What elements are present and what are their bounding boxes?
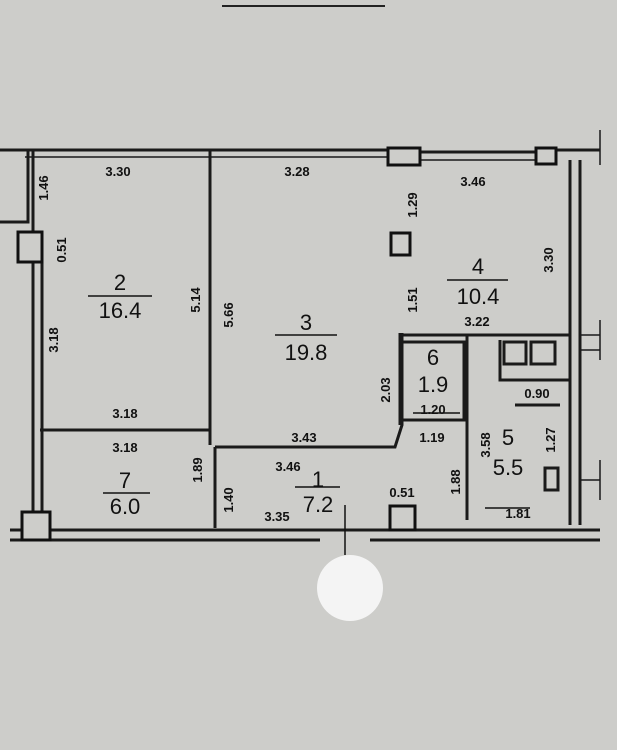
room-area: 16.4 [99,298,142,323]
dimension-label: 1.19 [419,430,444,445]
room-number: 7 [119,468,131,493]
dimension-label: 1.81 [505,506,530,521]
dimension-label: 0.51 [54,237,69,262]
column [16,230,44,264]
dimension-label: 3.30 [541,247,556,272]
room-number: 5 [502,425,514,450]
area-dividers [88,279,530,509]
room-7: 7 6.0 [110,468,141,519]
room-2: 2 16.4 [99,270,142,323]
dimension-label: 1.46 [36,175,51,200]
room-area: 1.9 [418,372,449,397]
dimension-label: 3.46 [460,174,485,189]
room-5: 5 5.5 [493,425,524,480]
column [388,504,417,532]
dimension-label: 3.28 [284,164,309,179]
dimension-label: 5.66 [221,302,236,327]
column [534,146,558,166]
dimension-label: 3.30 [105,164,130,179]
room-area: 10.4 [457,284,500,309]
dimension-label: 3.22 [464,314,489,329]
dimension-label: 0.90 [524,386,549,401]
dimension-label: 5.14 [188,287,203,313]
room-number: 3 [300,310,312,335]
room-number: 2 [114,270,126,295]
room-area: 6.0 [110,494,141,519]
dimension-label: 0.51 [389,485,414,500]
dimension-label: 3.43 [291,430,316,445]
dimension-label: 3.46 [275,459,300,474]
dimension-label: 3.18 [46,327,61,352]
overlay-circle [317,555,383,621]
columns [16,146,558,542]
room-area: 5.5 [493,455,524,480]
dimension-label: 3.58 [478,432,493,457]
dimension-label: 1.89 [190,457,205,482]
room-1: 1 7.2 [303,467,334,517]
room-3: 3 19.8 [285,310,328,365]
dimension-label: 3.18 [112,406,137,421]
room-area: 7.2 [303,492,334,517]
dimension-labels: 3.30 3.28 3.46 1.46 0.51 3.18 5.14 5.66 … [36,164,558,524]
walls [0,130,601,542]
dimension-label: 1.40 [221,487,236,512]
dimension-label: 3.18 [112,440,137,455]
dimension-label: 3.35 [264,509,289,524]
dimension-label: 1.51 [405,287,420,312]
dimension-label: 1.88 [448,469,463,494]
dimension-label: 1.20 [420,402,445,417]
column [389,231,412,257]
dimension-label: 1.29 [405,192,420,217]
room-number: 4 [472,254,484,279]
room-area: 19.8 [285,340,328,365]
dimension-label: 1.27 [543,427,558,452]
dimension-label: 2.03 [378,377,393,402]
room-4: 4 10.4 [457,254,500,309]
room-number: 1 [312,467,324,492]
room-number: 6 [427,345,439,370]
column [386,146,422,167]
column [20,510,52,542]
room-6: 6 1.9 [418,345,449,397]
